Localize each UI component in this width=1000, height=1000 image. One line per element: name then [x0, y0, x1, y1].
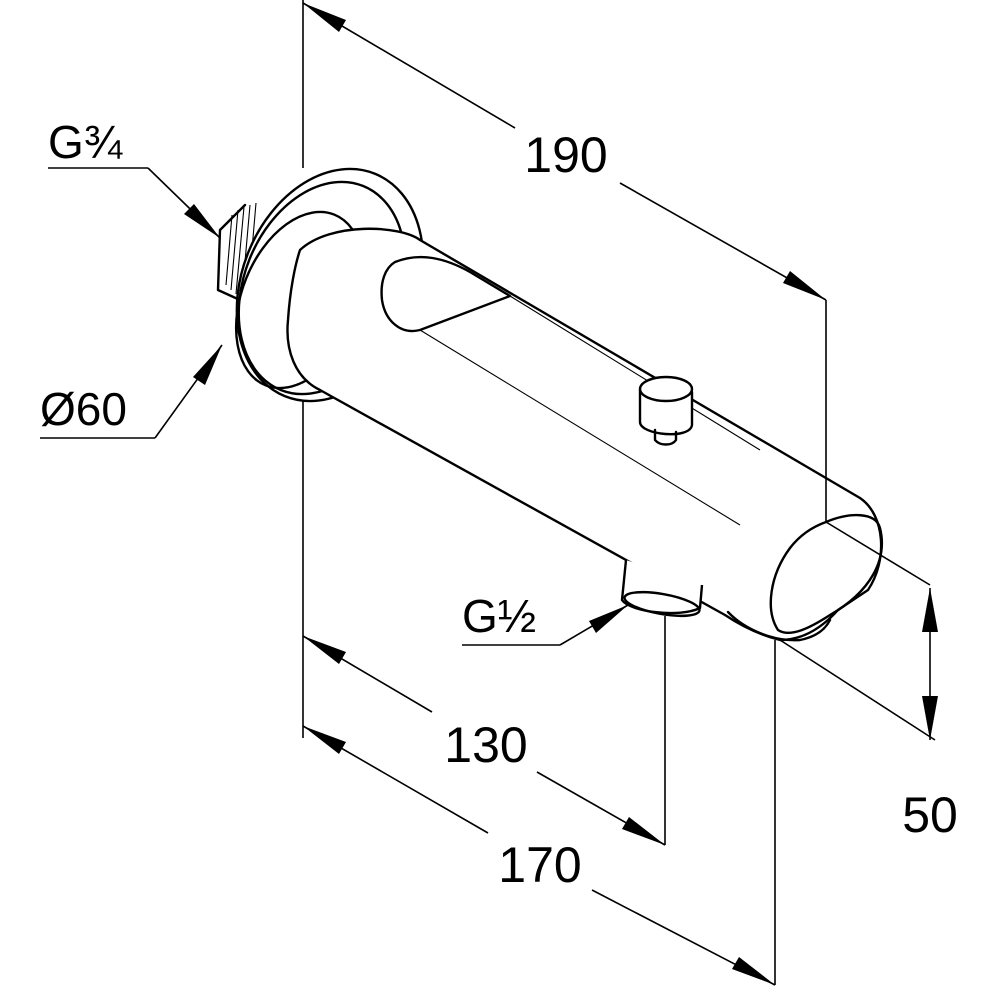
- thread-outlet-label: G½: [462, 590, 536, 642]
- dimension-50-label: 50: [902, 787, 958, 843]
- dimension-170: 170: [302, 725, 776, 986]
- spout-top-slot: [380, 255, 512, 333]
- spout-outlet: [726, 610, 832, 642]
- dimension-190-label: 190: [524, 127, 607, 183]
- extension-lines: [302, 0, 936, 985]
- dimension-130: 130: [302, 635, 666, 846]
- leader-thread-wall: G¾: [48, 116, 221, 239]
- leader-thread-outlet: G½: [462, 590, 629, 646]
- thread-wall-label: G¾: [48, 116, 123, 168]
- control-knob: [638, 375, 694, 446]
- leader-rosette-diameter: Ø60: [40, 344, 223, 439]
- dimension-190: 190: [302, 2, 827, 301]
- spout-end-face: [769, 513, 884, 635]
- dimension-50: 50: [902, 588, 958, 843]
- threaded-nut: [216, 202, 257, 302]
- dimension-130-label: 130: [444, 717, 527, 773]
- dimension-170-label: 170: [498, 837, 581, 893]
- spout-body: [286, 227, 884, 642]
- rosette-diameter-label: Ø60: [40, 383, 127, 435]
